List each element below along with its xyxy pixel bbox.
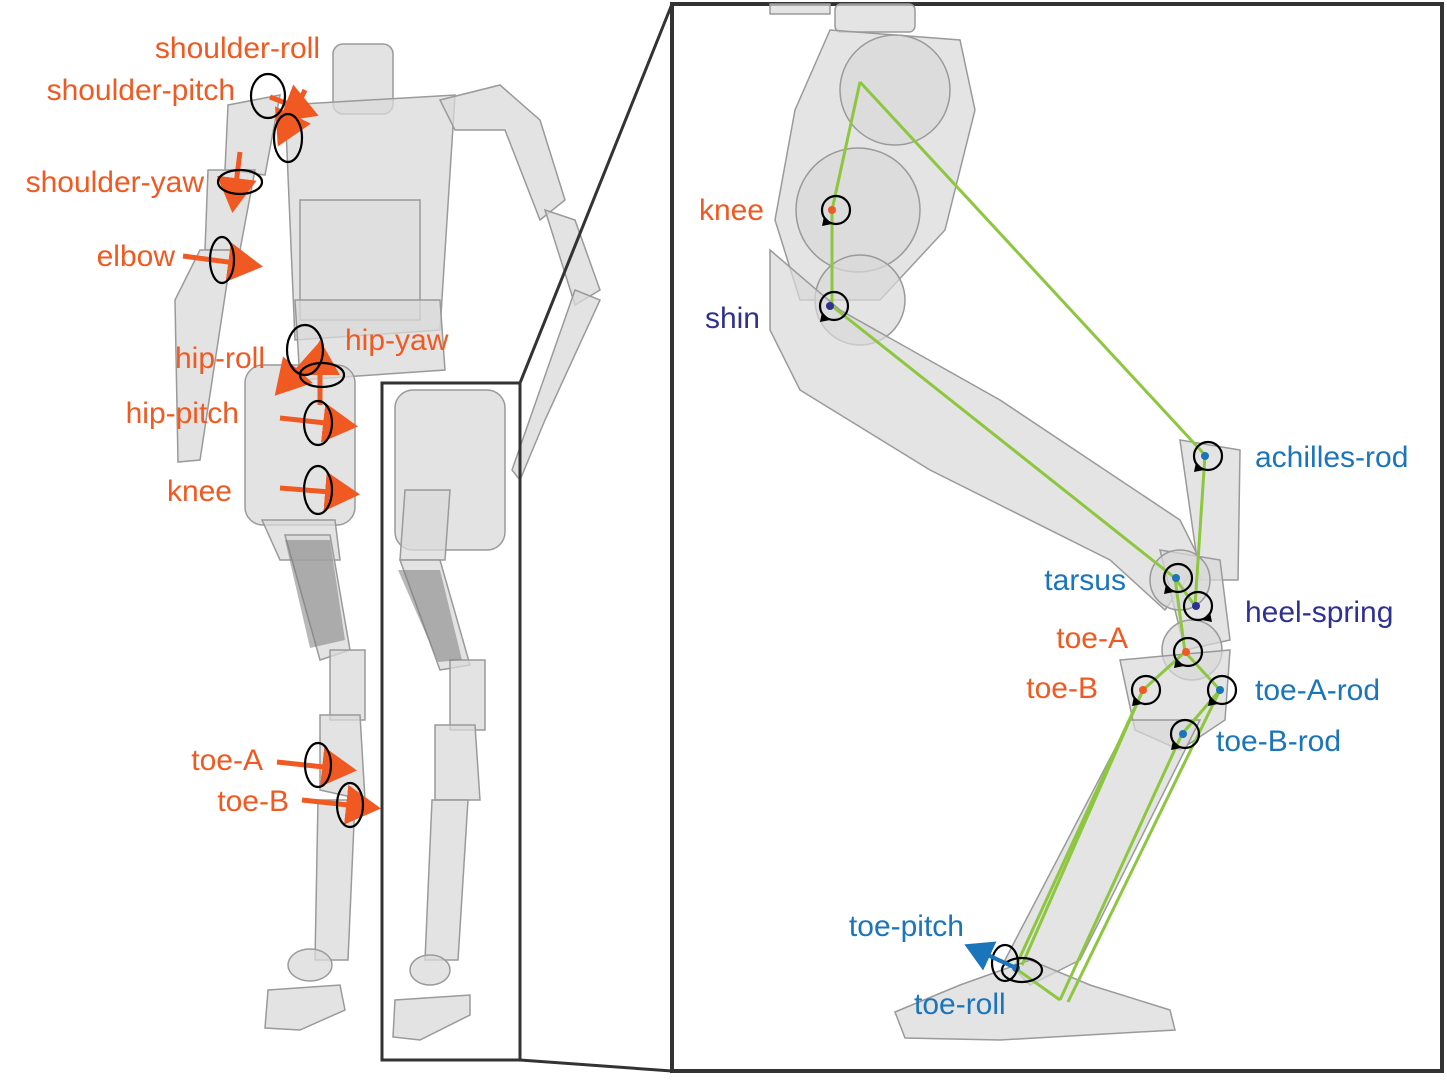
- zoom-connector-bottom: [519, 1058, 673, 1073]
- toe-a-joint-dot-icon: [1182, 648, 1190, 656]
- right-rotation-icons: [818, 194, 1238, 984]
- hip-yaw-rotation-icon: [298, 361, 346, 389]
- achilles-rod-joint-dot-icon: [1201, 452, 1209, 460]
- toe-b-joint-dot-icon: [1139, 686, 1147, 694]
- elbow-rotation-icon: [208, 235, 236, 285]
- detail-toe-pitch-label: toe-pitch: [849, 910, 964, 943]
- toe-b-rotation-icon: [335, 781, 365, 829]
- toe-a-rotation-icon: [303, 741, 333, 789]
- detail-shin-label: shin: [705, 302, 760, 335]
- toe-b-rod-rotation-icon: [1169, 718, 1201, 750]
- right-labels: knee shin achilles-rod tarsus heel-sprin…: [699, 194, 1408, 1021]
- hip-pitch-axis-icon: [279, 402, 358, 443]
- hip-yaw-label: hip-yaw: [345, 324, 449, 357]
- shoulder-roll-label: shoulder-roll: [155, 32, 320, 65]
- tarsus-joint-dot-icon: [1172, 574, 1180, 582]
- toe-b-label: toe-B: [217, 785, 289, 818]
- toe-b-rotation-icon-detail: [1130, 674, 1162, 706]
- detail-toe-b-label: toe-B: [1026, 672, 1098, 705]
- joint-dots: [826, 206, 1224, 972]
- knee-axis-icon: [279, 471, 360, 512]
- detail-toe-b-rod-label: toe-B-rod: [1216, 725, 1341, 758]
- shoulder-pitch-rotation-icon: [272, 112, 304, 164]
- toe-a-rod-rotation-icon: [1206, 674, 1238, 706]
- hip-pitch-rotation-icon: [302, 399, 334, 447]
- achilles-rod-rotation-icon: [1192, 440, 1224, 472]
- shoulder-yaw-rotation-icon: [216, 168, 264, 196]
- detail-heel-spring-label: heel-spring: [1245, 596, 1393, 629]
- zoom-indicator: [380, 3, 674, 1073]
- detail-knee-label: knee: [699, 194, 764, 227]
- shoulder-roll-rotation-icon: [249, 72, 287, 120]
- knee-joint-dot-icon: [828, 206, 836, 214]
- toe-roll-rotation-icon: [1000, 956, 1044, 984]
- hip-pitch-label: hip-pitch: [126, 397, 239, 430]
- toe-pitch-axis-icon: [964, 941, 1017, 971]
- hip-roll-rotation-icon: [285, 323, 325, 377]
- shin-joint-dot-icon: [826, 302, 834, 310]
- tarsus-rotation-icon: [1162, 562, 1194, 594]
- shin-rotation-icon: [818, 290, 850, 322]
- elbow-label: elbow: [97, 240, 176, 273]
- toe-b-rod-joint-dot-icon: [1179, 730, 1187, 738]
- toe-a-label: toe-A: [191, 744, 263, 777]
- knee-label: knee: [167, 475, 232, 508]
- detail-toe-a-label: toe-A: [1056, 622, 1128, 655]
- right-rotation-arrowheads: [820, 216, 1218, 750]
- detail-toe-a-rod-label: toe-A-rod: [1255, 674, 1380, 707]
- shoulder-pitch-label: shoulder-pitch: [47, 74, 235, 107]
- detail-toe-roll-label: toe-roll: [914, 988, 1006, 1021]
- elbow-axis-icon: [182, 242, 263, 282]
- zoom-connector-top: [518, 3, 674, 384]
- left-rotation-icons: [208, 72, 365, 829]
- toe-a-rod-joint-dot-icon: [1216, 686, 1224, 694]
- zoom-box: [380, 381, 522, 1062]
- shin-covers: [285, 540, 462, 662]
- heel-spring-rotation-icon: [1182, 590, 1214, 622]
- heel-spring-joint-dot-icon: [1192, 602, 1200, 610]
- hip-roll-label: hip-roll: [175, 342, 265, 375]
- knee-rotation-icon: [302, 464, 334, 516]
- detail-tarsus-label: tarsus: [1044, 564, 1126, 597]
- toe-a-rotation-icon-detail: [1172, 636, 1204, 668]
- toe-a-axis-icon: [276, 746, 357, 787]
- detail-achilles-rod-label: achilles-rod: [1255, 441, 1408, 474]
- shoulder-yaw-label: shoulder-yaw: [26, 166, 205, 199]
- shoulder-yaw-axis-icon: [216, 151, 257, 213]
- knee-rotation-icon-detail: [820, 194, 852, 226]
- left-labels: shoulder-roll shoulder-pitch shoulder-ya…: [26, 32, 449, 818]
